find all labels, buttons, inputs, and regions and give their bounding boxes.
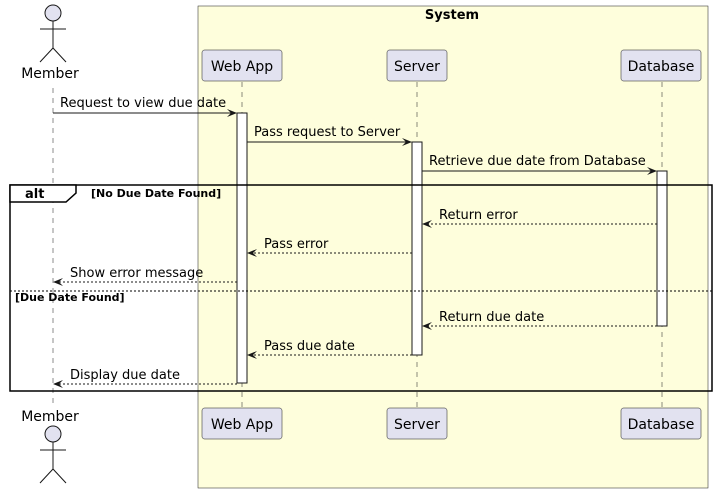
alt-fragment: alt [No Due Date Found] [Due Date Found] bbox=[9, 184, 713, 392]
message-label-3: Retrieve due date from Database bbox=[429, 154, 646, 169]
participant-label-server-top: Server bbox=[394, 59, 440, 75]
system-box-frame bbox=[197, 5, 709, 489]
participant-label-database-top: Database bbox=[628, 59, 695, 75]
actor-member-top bbox=[39, 4, 67, 63]
messages bbox=[53, 109, 657, 388]
message-label-8: Pass due date bbox=[264, 339, 355, 354]
actor-member-bottom bbox=[39, 425, 67, 484]
participant-server-top: Server bbox=[386, 49, 448, 82]
system-box: System bbox=[197, 5, 709, 489]
participant-label-web-app-bottom: Web App bbox=[211, 417, 273, 433]
participant-label-web-app-top: Web App bbox=[211, 59, 273, 75]
activation-web-app bbox=[236, 112, 248, 384]
activations bbox=[236, 112, 668, 384]
message-label-2: Pass request to Server bbox=[254, 125, 401, 140]
participant-web-app-top: Web App bbox=[201, 49, 283, 82]
participant-web-app-bottom: Web App bbox=[201, 407, 283, 440]
participant-database-top: Database bbox=[620, 49, 702, 82]
alt-fragment-tab bbox=[9, 184, 77, 203]
participant-label-server-bottom: Server bbox=[394, 417, 440, 433]
alt-fragment-frame bbox=[9, 184, 713, 392]
message-label-6: Show error message bbox=[70, 266, 203, 281]
message-label-1: Request to view due date bbox=[60, 96, 226, 111]
message-labels: Request to view due date Pass request to… bbox=[60, 96, 646, 383]
participant-label-database-bottom: Database bbox=[628, 417, 695, 433]
activation-database bbox=[656, 170, 668, 327]
message-label-9: Display due date bbox=[70, 368, 180, 383]
alt-guard-no-due-date: [No Due Date Found] bbox=[91, 187, 221, 200]
actor-head-icon bbox=[44, 425, 62, 443]
alt-fragment-keyword: alt bbox=[25, 187, 44, 202]
participant-server-bottom: Server bbox=[386, 407, 448, 440]
participant-database-bottom: Database bbox=[620, 407, 702, 440]
message-label-7: Return due date bbox=[439, 310, 544, 325]
message-label-4: Return error bbox=[439, 208, 518, 223]
alt-guard-due-date-found: [Due Date Found] bbox=[15, 291, 125, 304]
actor-head-icon bbox=[44, 4, 62, 22]
system-box-title: System bbox=[425, 8, 479, 23]
participant-label-member-top: Member bbox=[21, 66, 79, 82]
message-label-5: Pass error bbox=[264, 237, 329, 252]
participant-label-member-bottom: Member bbox=[21, 409, 79, 425]
activation-server bbox=[411, 141, 423, 356]
